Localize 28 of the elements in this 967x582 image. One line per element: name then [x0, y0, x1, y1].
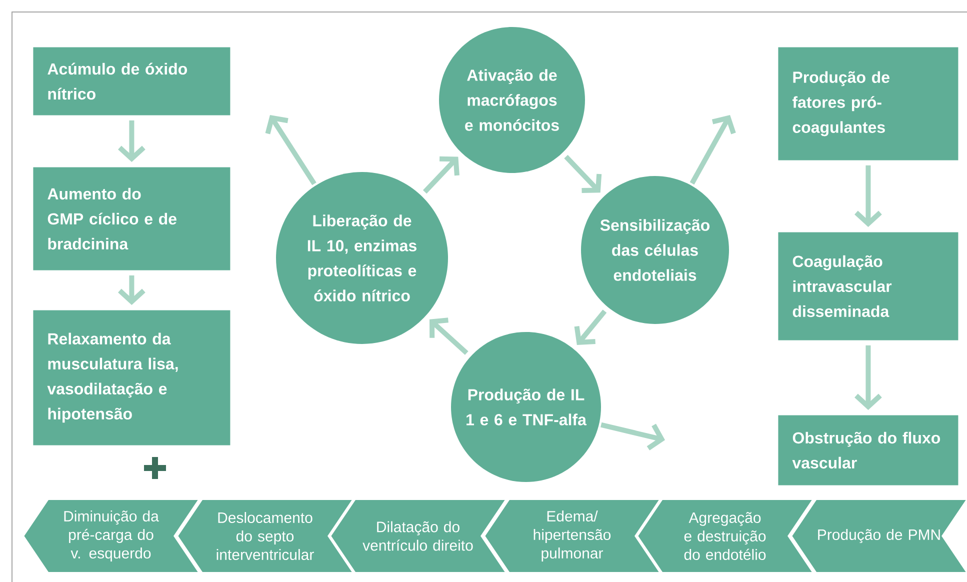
arrow: [422, 156, 460, 194]
node-label: Agregação e destruição do endotélio: [684, 512, 766, 560]
node-label: Edema/ hipertensão pulmonar: [534, 510, 611, 562]
arrow: [574, 310, 607, 346]
node-label: Deslocamento do septo interventricular: [216, 512, 314, 560]
node-label: Produção de PMN: [818, 528, 940, 544]
chevron-box: Edema/ hipertensão pulmonar: [485, 500, 659, 572]
process-box: Aumento do GMP cíclico e de bradcinina: [33, 167, 230, 270]
arrow: [265, 115, 316, 186]
process-box: Obstrução do fluxo vascular: [778, 415, 958, 486]
chevron-box: Produção de PMN: [792, 500, 966, 572]
arrow: [600, 422, 666, 450]
chevron-box: Dilatação do ventrículo direito: [331, 500, 505, 572]
process-box: Relaxamento da musculatura lisa, vasodilatação e hipotensão: [33, 310, 230, 446]
process-box: Produção de fatores pró-coagulantes: [778, 47, 958, 160]
chevron-box: Deslocamento do septo interventricular: [178, 500, 352, 572]
process-box: Coagulação intravascular disseminada: [778, 232, 958, 340]
node-label: Diminuição da pré-carga do v. esquerdo: [64, 510, 159, 562]
node-label: Dilatação do ventrículo direito: [362, 521, 473, 551]
arrow: [854, 345, 882, 410]
chevron-box: Agregação e destruição do endotélio: [638, 500, 812, 572]
chevron-box: Diminuição da pré-carga do v. esquerdo: [24, 500, 198, 572]
arrow: [118, 120, 146, 162]
process-box: Acúmulo de óxido nítrico: [33, 47, 230, 116]
arrow: [854, 165, 882, 227]
arrow: [690, 115, 736, 185]
arrow: [564, 154, 602, 194]
arrow: [430, 318, 468, 355]
